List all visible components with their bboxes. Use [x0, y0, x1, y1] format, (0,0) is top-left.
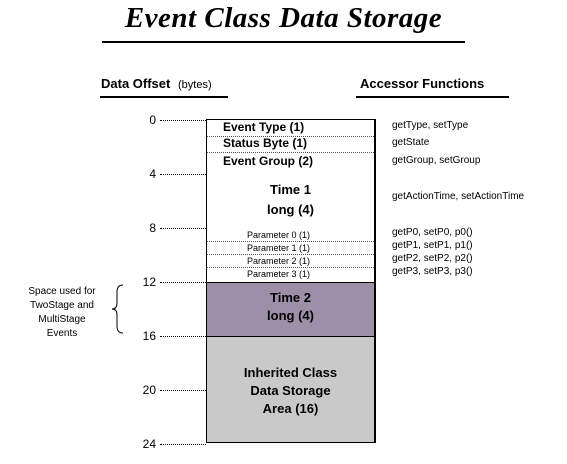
offset-header-underline — [100, 96, 228, 98]
divider — [207, 267, 374, 268]
inherited-storage-band: Inherited Class Data Storage Area (16) — [207, 337, 374, 442]
field-inherited-line2: Data Storage — [250, 383, 331, 398]
divider — [207, 282, 374, 283]
offset-label-20: 20 — [142, 383, 156, 397]
curly-brace-icon — [111, 284, 124, 334]
offset-leader-24 — [160, 444, 206, 445]
field-status-byte: Status Byte (1) — [223, 136, 308, 150]
offset-leader-20 — [160, 390, 206, 391]
storage-block: Event Type (1) Status Byte (1) Event Gro… — [206, 119, 376, 443]
field-parameter-3: Parameter 3 (1) — [247, 269, 311, 279]
offset-header-unit: (bytes) — [177, 79, 212, 91]
field-time1-name: Time 1 — [270, 182, 311, 197]
side-note-line: Events — [46, 328, 78, 339]
parameters-band: Parameter 0 (1) Parameter 1 (1) Paramete… — [207, 228, 374, 282]
title-underline — [102, 41, 465, 43]
offset-column-header: Data Offset (bytes) — [101, 76, 212, 91]
offset-header-label: Data Offset — [101, 76, 171, 91]
accessor-event-group: getGroup, setGroup — [392, 155, 481, 166]
accessor-column-header: Accessor Functions — [360, 76, 485, 91]
divider — [207, 136, 374, 137]
offset-leader-8 — [160, 228, 206, 229]
accessor-time1: getActionTime, setActionTime — [392, 191, 525, 202]
accessor-parameter-3: getP3, setP3, p3() — [392, 266, 473, 277]
offset-label-12: 12 — [142, 275, 156, 289]
field-time2-name: Time 2 — [270, 290, 311, 305]
divider — [207, 254, 374, 255]
offset-leader-16 — [160, 336, 206, 337]
field-time1-type: long (4) — [267, 202, 314, 217]
field-time2-type: long (4) — [267, 308, 314, 323]
divider — [207, 241, 374, 242]
side-note-line: TwoStage and — [30, 300, 94, 311]
accessor-parameter-2: getP2, setP2, p2() — [392, 253, 473, 264]
offset-label-0: 0 — [149, 113, 156, 127]
divider — [207, 336, 374, 337]
field-parameter-0: Parameter 0 (1) — [247, 230, 311, 240]
offset-label-8: 8 — [149, 221, 156, 235]
offset-leader-12 — [160, 282, 206, 283]
accessor-parameter-0: getP0, setP0, p0() — [392, 227, 473, 238]
offset-label-4: 4 — [149, 167, 156, 181]
offset-leader-4 — [160, 174, 206, 175]
field-event-group: Event Group (2) — [223, 154, 314, 168]
field-parameter-1: Parameter 1 (1) — [247, 243, 311, 253]
offset-label-16: 16 — [142, 329, 156, 343]
side-note: Space used for TwoStage and MultiStage E… — [14, 285, 110, 341]
field-inherited-line3: Area (16) — [262, 401, 319, 416]
side-note-line: Space used for — [28, 286, 96, 297]
offset-label-24: 24 — [142, 437, 156, 451]
time2-band: Time 2 long (4) — [207, 282, 374, 336]
offset-leader-0 — [160, 120, 206, 121]
time1-band: Time 1 long (4) — [207, 174, 374, 228]
field-parameter-2: Parameter 2 (1) — [247, 256, 311, 266]
diagram-title: Event Class Data Storage — [124, 2, 443, 34]
accessor-parameter-1: getP1, setP1, p1() — [392, 240, 473, 251]
accessor-header-underline — [356, 96, 509, 98]
field-event-type: Event Type (1) — [223, 120, 305, 134]
header-fields-band: Event Type (1) Status Byte (1) Event Gro… — [207, 120, 374, 174]
accessor-event-type: getType, setType — [392, 120, 469, 131]
field-inherited-line1: Inherited Class — [243, 365, 338, 380]
side-note-line: MultiStage — [38, 314, 86, 325]
divider — [207, 152, 374, 153]
accessor-status-byte: getState — [392, 137, 430, 148]
